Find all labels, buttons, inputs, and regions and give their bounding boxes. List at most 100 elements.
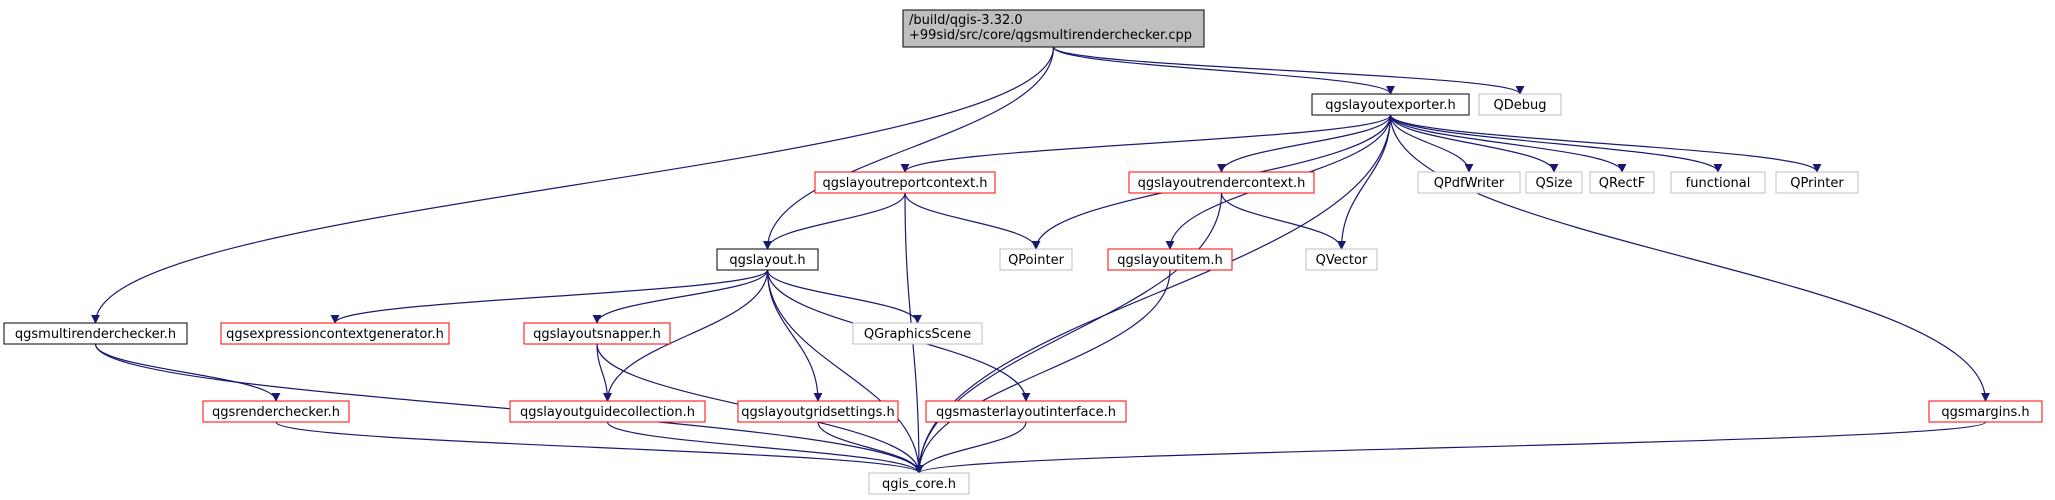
node-qgraphicsscene[interactable]: QGraphicsScene [852, 322, 983, 345]
edge-gridsettings-to-core [817, 421, 924, 474]
node-box-multirenderchecker [3, 322, 188, 345]
node-box-qprinter [1775, 171, 1859, 194]
node-core[interactable]: qgis_core.h [868, 472, 970, 495]
node-box-exprctxgen [220, 322, 450, 345]
node-exprctxgen[interactable]: qgsexpressioncontextgenerator.h [220, 322, 450, 345]
node-snapper[interactable]: qgslayoutsnapper.h [523, 322, 671, 345]
edge-rendercontext-to-qvector [1220, 192, 1346, 250]
node-label-qgraphicsscene: QGraphicsScene [864, 327, 971, 342]
node-label-qsize: QSize [1536, 176, 1573, 191]
edge-layout-to-guidecollection [603, 269, 769, 402]
edge-renderchecker-to-core [275, 421, 924, 474]
edge-layoutexporter-to-qsize [1389, 114, 1559, 173]
node-margins[interactable]: qgsmargins.h [1928, 400, 2043, 423]
edge-root-to-layout [763, 46, 1055, 250]
node-label-guidecollection: qgslayoutguidecollection.h [520, 405, 695, 420]
edge-root-to-qdebug [1052, 46, 1525, 95]
node-label-renderchecker: qgsrenderchecker.h [212, 405, 340, 420]
node-box-core [868, 472, 970, 495]
node-box-masterlayout [925, 400, 1127, 423]
edge-reportcontext-to-qpointer [904, 192, 1041, 250]
node-box-qsize [1525, 171, 1583, 194]
edge-layoutexporter-to-functional [1389, 114, 1723, 173]
node-box-rendercontext [1128, 171, 1315, 194]
node-qsize[interactable]: QSize [1525, 171, 1583, 194]
edge-layout-to-qgraphicsscene [766, 269, 922, 324]
node-box-qgraphicsscene [852, 322, 983, 345]
node-box-layoutexporter [1311, 93, 1470, 116]
node-label-root-line-1: /build/qgis-3.32.0 [909, 13, 1023, 28]
edge-rendercontext-to-core [914, 192, 1223, 474]
edge-layoutexporter-to-reportcontext [900, 114, 1392, 173]
node-label-layoutitem: qgslayoutitem.h [1117, 253, 1223, 268]
node-gridsettings[interactable]: qgslayoutgridsettings.h [737, 400, 899, 423]
node-box-layout [716, 248, 819, 271]
edge-multirenderchecker-to-core [94, 343, 924, 474]
node-qprinter[interactable]: QPrinter [1775, 171, 1859, 194]
node-label-snapper: qgslayoutsnapper.h [533, 327, 661, 342]
node-label-rendercontext: qgslayoutrendercontext.h [1138, 176, 1306, 191]
node-box-margins [1928, 400, 2043, 423]
node-box-qpdfwriter [1417, 171, 1521, 194]
node-label-qrectf: QRectF [1599, 176, 1645, 191]
node-label-multirenderchecker: qgsmultirenderchecker.h [15, 327, 176, 342]
node-renderchecker[interactable]: qgsrenderchecker.h [202, 400, 350, 423]
node-qpdfwriter[interactable]: QPdfWriter [1417, 171, 1521, 194]
node-box-qpointer [999, 248, 1073, 271]
node-qrectf[interactable]: QRectF [1589, 171, 1655, 194]
node-box-qdebug [1478, 93, 1562, 116]
node-label-functional: functional [1686, 176, 1751, 191]
node-rendercontext[interactable]: qgslayoutrendercontext.h [1128, 171, 1315, 194]
node-functional[interactable]: functional [1670, 171, 1766, 194]
edge-layoutexporter-to-qpdfwriter [1389, 114, 1474, 173]
edge-layoutexporter-to-margins [1389, 114, 1990, 402]
edge-multirenderchecker-to-renderchecker [94, 343, 281, 402]
node-box-functional [1670, 171, 1766, 194]
node-layoutexporter[interactable]: qgslayoutexporter.h [1311, 93, 1470, 116]
node-label-qvector: QVector [1316, 253, 1368, 268]
node-multirenderchecker[interactable]: qgsmultirenderchecker.h [3, 322, 188, 345]
node-qpointer[interactable]: QPointer [999, 248, 1073, 271]
edge-layoutexporter-to-rendercontext [1217, 114, 1392, 173]
node-reportcontext[interactable]: qgslayoutreportcontext.h [814, 171, 996, 194]
node-label-gridsettings: qgslayoutgridsettings.h [741, 405, 895, 420]
edge-masterlayout-to-core [914, 421, 1027, 474]
node-guidecollection[interactable]: qgslayoutguidecollection.h [509, 400, 706, 423]
edge-root-to-layoutexporter [1052, 46, 1395, 95]
node-label-layout: qgslayout.h [729, 253, 805, 268]
edge-snapper-to-guidecollection [596, 343, 612, 402]
node-box-qrectf [1589, 171, 1655, 194]
node-label-masterlayout: qgsmasterlayoutinterface.h [936, 405, 1116, 420]
node-layoutitem[interactable]: qgslayoutitem.h [1107, 248, 1233, 271]
node-label-exprctxgen: qgsexpressioncontextgenerator.h [226, 327, 444, 342]
node-box-gridsettings [737, 400, 899, 423]
edge-root-to-multirenderchecker [91, 46, 1055, 324]
node-box-qvector [1305, 248, 1378, 271]
node-label-core: qgis_core.h [882, 477, 956, 492]
node-box-root [902, 9, 1205, 48]
edge-guidecollection-to-core [606, 421, 924, 474]
node-label-qprinter: QPrinter [1790, 176, 1844, 191]
node-box-layoutitem [1107, 248, 1233, 271]
node-label-root-line-2: +99sid/src/core/qgsmultirenderchecker.cp… [909, 28, 1192, 43]
edge-layoutexporter-to-qprinter [1389, 114, 1822, 173]
edge-layout-to-core [766, 269, 924, 474]
edge-layout-to-snapper [592, 269, 769, 324]
node-label-qpointer: QPointer [1008, 253, 1065, 268]
node-qvector[interactable]: QVector [1305, 248, 1378, 271]
node-label-layoutexporter: qgslayoutexporter.h [1325, 98, 1455, 113]
node-label-margins: qgsmargins.h [1941, 405, 2029, 420]
node-box-snapper [523, 322, 671, 345]
edge-layoutexporter-to-qrectf [1389, 114, 1627, 173]
node-box-reportcontext [814, 171, 996, 194]
node-label-qpdfwriter: QPdfWriter [1434, 176, 1505, 191]
node-qdebug[interactable]: QDebug [1478, 93, 1562, 116]
node-root[interactable]: /build/qgis-3.32.0+99sid/src/core/qgsmul… [902, 9, 1205, 48]
node-masterlayout[interactable]: qgsmasterlayoutinterface.h [925, 400, 1127, 423]
edge-layout-to-exprctxgen [330, 269, 769, 324]
node-box-guidecollection [509, 400, 706, 423]
node-layout[interactable]: qgslayout.h [716, 248, 819, 271]
node-box-renderchecker [202, 400, 350, 423]
edge-margins-to-core [914, 421, 1987, 474]
